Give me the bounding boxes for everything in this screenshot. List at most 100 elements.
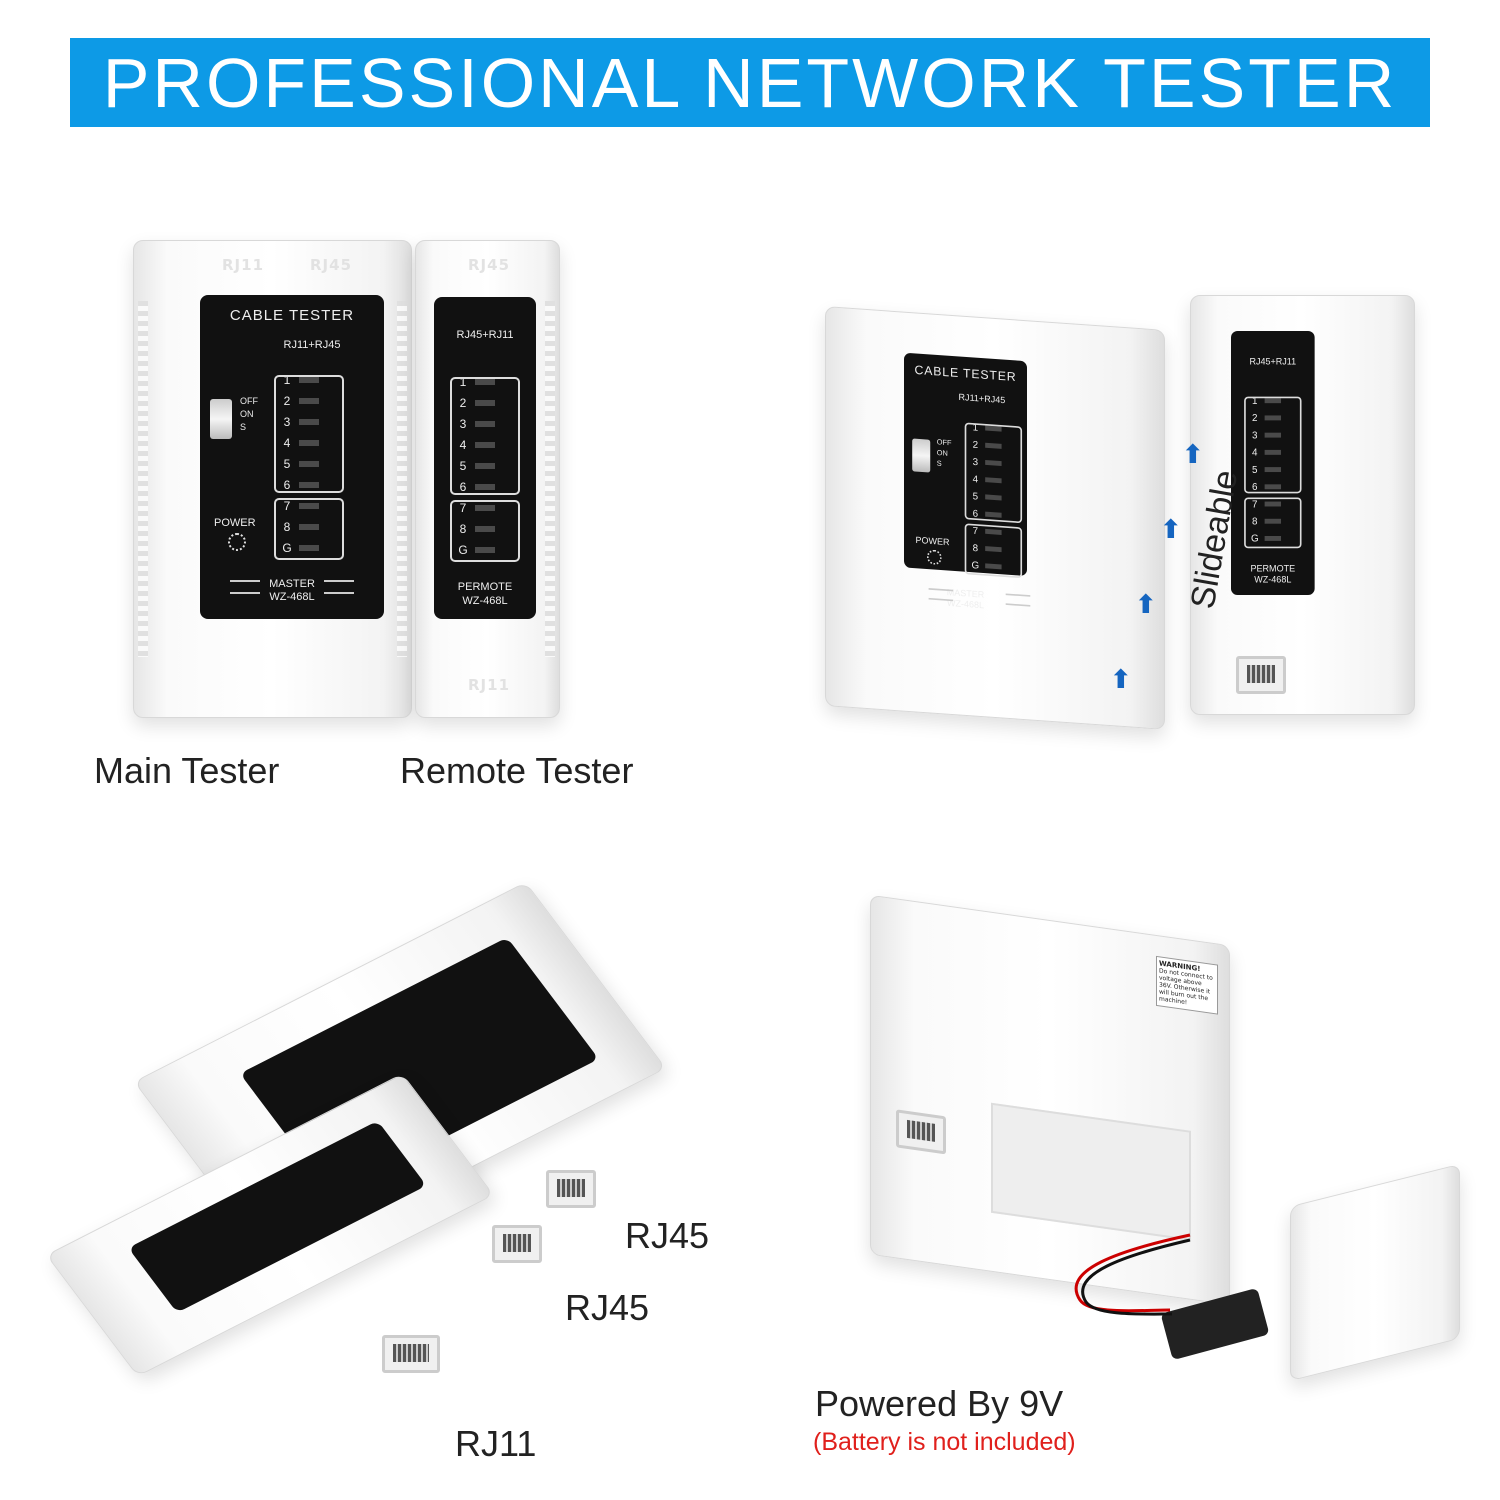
led-number: 6 [459, 480, 467, 494]
led-light-icon [1264, 484, 1282, 490]
led-number: 1 [283, 373, 291, 387]
model-label: WZ-468L [269, 591, 315, 603]
rj45-label: RJ45 [565, 1287, 650, 1328]
led-number: G [282, 541, 292, 555]
led-number: 8 [283, 520, 291, 534]
decor-lines [1005, 593, 1031, 607]
led-number: 5 [459, 459, 467, 473]
grip-ridge [397, 301, 407, 657]
led-indicator: 5 [456, 459, 495, 473]
led-indicator: 2 [1249, 412, 1282, 424]
led-light-icon [1264, 536, 1282, 541]
pin-bracket [964, 523, 1023, 579]
led-number: 2 [283, 394, 291, 408]
led-indicator: 7 [280, 499, 319, 513]
battery-note: (Battery is not included) [813, 1428, 1076, 1456]
led-number: 1 [1252, 394, 1258, 407]
led-light-icon [1264, 432, 1282, 438]
led-indicator: 4 [456, 438, 495, 452]
port-label: RJ45 [468, 256, 511, 274]
header-banner: PROFESSIONAL NETWORK TESTER [70, 38, 1430, 127]
led-number: 3 [283, 415, 291, 429]
rj11-jack [382, 1335, 440, 1373]
rj11-label: RJ11 [455, 1423, 537, 1464]
led-number: 7 [1252, 498, 1258, 510]
face-title: CABLE TESTER [914, 363, 1017, 385]
brand-label: PERMOTE [457, 581, 513, 593]
led-number: 8 [1252, 515, 1258, 527]
face-subtitle: RJ45+RJ11 [1249, 357, 1297, 368]
led-indicator: 1 [1249, 394, 1282, 407]
led-light-icon [299, 482, 319, 488]
led-light-icon [475, 484, 495, 490]
switch-position-label: ON [240, 409, 254, 419]
led-number: 3 [1252, 429, 1258, 441]
rj45-jack [546, 1170, 596, 1208]
face-subtitle: RJ45+RJ11 [456, 329, 514, 341]
warning-label: WARNING! Do not connect to voltage above… [1156, 955, 1218, 1015]
rj45-jack [492, 1225, 542, 1263]
battery-wires [1074, 1233, 1191, 1316]
port-label: RJ45 [310, 256, 353, 274]
led-number: 7 [283, 499, 291, 513]
led-light-icon [475, 526, 495, 532]
power-label: POWER [915, 535, 950, 548]
power-led-icon [228, 533, 246, 551]
led-light-icon [299, 503, 319, 509]
power-caption: Powered By 9V [815, 1383, 1064, 1424]
face-title: CABLE TESTER [229, 307, 355, 324]
led-light-icon [299, 524, 319, 530]
led-number: 7 [459, 501, 467, 515]
led-light-icon [299, 440, 319, 446]
rj45-label: RJ45 [625, 1215, 710, 1256]
led-light-icon [1264, 518, 1282, 524]
switch-position-label: OFF [936, 437, 952, 447]
led-indicator: 2 [456, 396, 495, 410]
decor-lines [324, 580, 354, 594]
led-indicator: 6 [456, 480, 495, 494]
led-number: 8 [459, 522, 467, 536]
led-light-icon [475, 421, 495, 427]
led-indicator: G [456, 543, 495, 557]
pin-bracket [1244, 396, 1302, 494]
pin-bracket [274, 498, 344, 560]
arrow-up-icon: ⬆ [1110, 665, 1132, 695]
led-indicator: 8 [456, 522, 495, 536]
led-light-icon [475, 547, 495, 553]
port-label: RJ11 [468, 676, 511, 694]
pin-bracket [1244, 497, 1302, 549]
led-indicator: 6 [1249, 481, 1282, 493]
switch-position-label: S [936, 459, 942, 468]
led-number: 5 [283, 457, 291, 471]
led-light-icon [475, 505, 495, 511]
led-indicator: G [280, 541, 319, 555]
led-indicator: 7 [456, 501, 495, 515]
led-indicator: 1 [456, 375, 495, 389]
led-light-icon [475, 379, 495, 385]
rj45-jack [1236, 656, 1286, 694]
face-subtitle: RJ11+RJ45 [958, 392, 1006, 406]
led-number: 2 [459, 396, 467, 410]
pin-bracket [450, 377, 520, 495]
pin-bracket [964, 422, 1023, 524]
switch-position-label: OFF [240, 396, 258, 406]
main-tester-caption: Main Tester [94, 750, 280, 791]
led-indicator: G [1249, 533, 1282, 544]
led-indicator: 8 [280, 520, 319, 534]
rj45-jack [896, 1109, 946, 1155]
model-label: WZ-468L [1254, 575, 1292, 586]
led-number: 3 [459, 417, 467, 431]
grip-ridge [545, 301, 555, 657]
model-label: WZ-468L [462, 595, 508, 607]
led-light-icon [475, 442, 495, 448]
led-light-icon [299, 545, 319, 551]
remote-tester-caption: Remote Tester [400, 750, 634, 791]
switch-position-label: ON [936, 448, 948, 458]
arrow-up-icon: ⬆ [1160, 515, 1182, 545]
led-light-icon [299, 419, 319, 425]
led-light-icon [475, 463, 495, 469]
grip-ridge [138, 301, 148, 657]
remote-face-panel-rotated [128, 1120, 427, 1313]
